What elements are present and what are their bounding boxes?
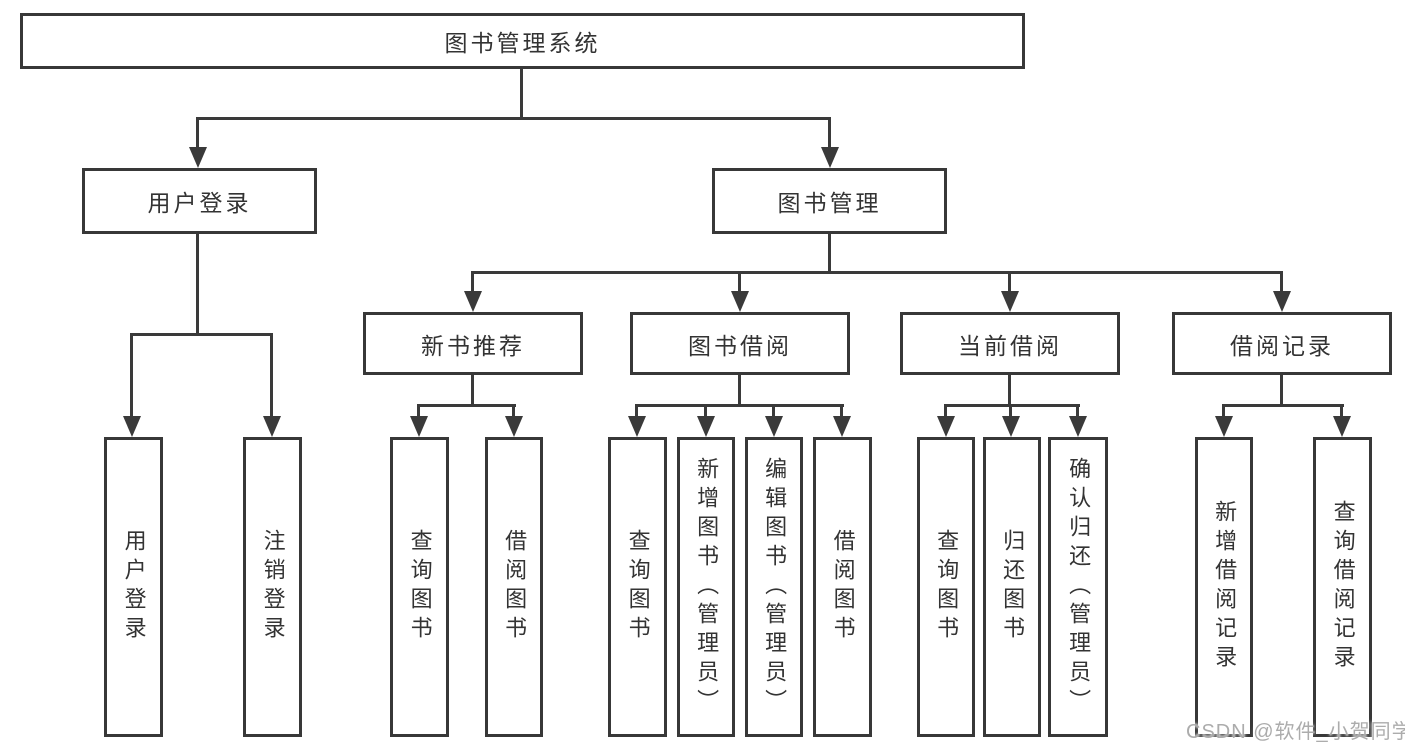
node-new-book-recommend: 新书推荐: [363, 312, 583, 375]
leaf-query-borrow-record: 查询借阅记录: [1313, 437, 1372, 737]
arrow-down-icon: [1069, 416, 1087, 437]
arrow-down-icon: [1001, 291, 1019, 312]
csdn-watermark: CSDN @软件_小贺同学: [1186, 721, 1405, 743]
leaf-borrow-books-recommend: 借阅图书: [485, 437, 543, 737]
connector-line: [130, 333, 133, 418]
connector-line: [635, 404, 844, 407]
connector-line: [704, 404, 707, 418]
connector-line: [828, 234, 831, 273]
node-user-login: 用户登录: [82, 168, 317, 234]
leaf-borrow-books-label: 借阅图书: [830, 529, 856, 645]
arrow-down-icon: [1215, 416, 1233, 437]
leaf-logout: 注销登录: [243, 437, 302, 737]
node-borrow-records: 借阅记录: [1172, 312, 1392, 375]
leaf-add-borrow-record-label: 新增借阅记录: [1212, 500, 1238, 674]
node-book-borrow-label: 图书借阅: [688, 332, 792, 359]
leaf-add-book-admin: 新增图书（管理员）: [677, 437, 735, 737]
connector-line: [196, 117, 831, 120]
connector-line: [130, 333, 273, 336]
arrow-down-icon: [410, 416, 428, 437]
connector-line: [1008, 375, 1011, 406]
arrow-down-icon: [464, 291, 482, 312]
connector-line: [417, 404, 516, 407]
connector-line: [417, 404, 420, 418]
connector-line: [1222, 404, 1344, 407]
arrow-down-icon: [263, 416, 281, 437]
node-user-login-label: 用户登录: [147, 190, 252, 216]
connector-line: [471, 271, 474, 293]
arrow-down-icon: [833, 416, 851, 437]
node-current-borrow-label: 当前借阅: [958, 332, 1062, 359]
connector-line: [944, 404, 1080, 407]
node-book-management: 图书管理: [712, 168, 947, 234]
connector-line: [840, 404, 843, 418]
node-current-borrow: 当前借阅: [900, 312, 1120, 375]
connector-line: [1280, 271, 1283, 293]
connector-line: [512, 404, 515, 418]
node-root-label: 图书管理系统: [444, 30, 601, 56]
arrow-down-icon: [1002, 416, 1020, 437]
leaf-add-book-admin-label: 新增图书（管理员）: [694, 456, 720, 718]
connector-line: [1076, 404, 1079, 418]
leaf-query-books-borrow-label: 查询图书: [625, 529, 651, 645]
node-book-management-label: 图书管理: [777, 190, 882, 216]
leaf-borrow-books: 借阅图书: [813, 437, 872, 737]
connector-line: [944, 404, 947, 418]
connector-line: [635, 404, 638, 418]
arrow-down-icon: [1273, 291, 1291, 312]
connector-line: [1009, 404, 1012, 418]
leaf-confirm-return-admin: 确认归还（管理员）: [1048, 437, 1108, 737]
connector-line: [196, 234, 199, 335]
leaf-logout-label: 注销登录: [260, 529, 286, 645]
node-new-book-recommend-label: 新书推荐: [421, 332, 525, 359]
connector-line: [828, 117, 831, 149]
arrow-down-icon: [123, 416, 141, 437]
connector-line: [738, 271, 741, 293]
connector-line: [1340, 404, 1343, 418]
leaf-query-books-borrow: 查询图书: [608, 437, 667, 737]
connector-line: [270, 333, 273, 418]
connector-line: [196, 117, 199, 149]
leaf-query-books-current-label: 查询图书: [934, 529, 960, 645]
arrow-down-icon: [505, 416, 523, 437]
arrow-down-icon: [821, 147, 839, 168]
connector-line: [471, 271, 1283, 274]
leaf-return-books: 归还图书: [983, 437, 1041, 737]
arrow-down-icon: [628, 416, 646, 437]
node-book-borrow: 图书借阅: [630, 312, 850, 375]
arrow-down-icon: [189, 147, 207, 168]
arrow-down-icon: [731, 291, 749, 312]
leaf-edit-book-admin: 编辑图书（管理员）: [745, 437, 803, 737]
node-root: 图书管理系统: [20, 13, 1025, 69]
arrow-down-icon: [937, 416, 955, 437]
leaf-confirm-return-admin-label: 确认归还（管理员）: [1066, 456, 1092, 718]
leaf-add-borrow-record: 新增借阅记录: [1195, 437, 1253, 737]
connector-line: [1222, 404, 1225, 418]
leaf-query-borrow-record-label: 查询借阅记录: [1330, 500, 1356, 674]
connector-line: [738, 375, 741, 406]
leaf-return-books-label: 归还图书: [1000, 529, 1026, 645]
arrow-down-icon: [697, 416, 715, 437]
node-borrow-records-label: 借阅记录: [1230, 332, 1334, 359]
leaf-edit-book-admin-label: 编辑图书（管理员）: [762, 456, 788, 718]
connector-line: [772, 404, 775, 418]
arrow-down-icon: [1333, 416, 1351, 437]
leaf-user-login-label: 用户登录: [121, 529, 147, 645]
connector-line: [471, 375, 474, 406]
connector-line: [1008, 271, 1011, 293]
leaf-borrow-books-recommend-label: 借阅图书: [502, 529, 528, 645]
connector-line: [1280, 375, 1283, 406]
arrow-down-icon: [765, 416, 783, 437]
leaf-query-books-recommend: 查询图书: [390, 437, 449, 737]
connector-line: [520, 69, 523, 118]
leaf-query-books-recommend-label: 查询图书: [407, 529, 433, 645]
leaf-query-books-current: 查询图书: [917, 437, 975, 737]
leaf-user-login: 用户登录: [104, 437, 163, 737]
